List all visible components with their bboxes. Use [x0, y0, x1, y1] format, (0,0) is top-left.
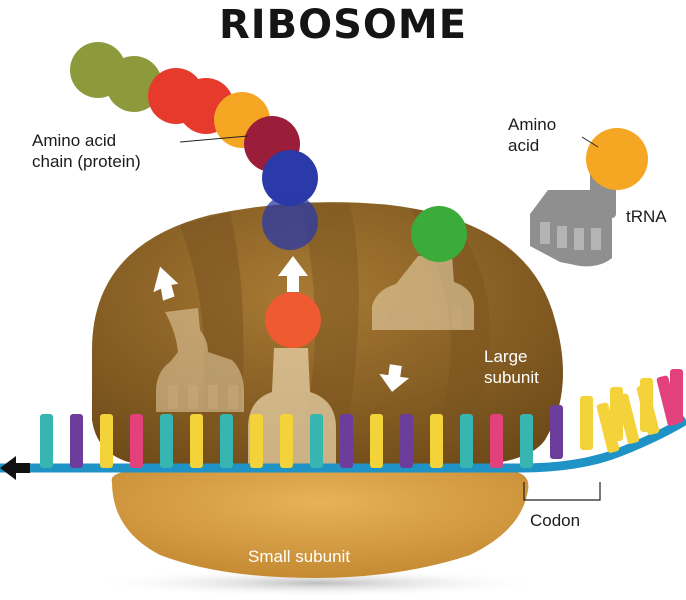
chain-leader-line — [179, 135, 249, 143]
amino-acid-bead — [262, 150, 318, 206]
codon-bracket — [523, 482, 601, 501]
arrow-up-icon — [278, 256, 308, 292]
nucleotide — [190, 414, 203, 468]
ground-shadow — [88, 569, 548, 597]
codon-label: Codon — [530, 511, 581, 530]
nucleotide — [220, 414, 233, 468]
amino-acid-label: Amino acid — [508, 114, 556, 156]
nucleotide — [460, 414, 473, 468]
large-subunit-label: Large subunit — [484, 346, 539, 388]
nucleotide — [40, 414, 53, 468]
large-subunit-label-line2: subunit — [484, 368, 539, 387]
amino-acid-chain-label-line2: chain (protein) — [32, 152, 141, 171]
amino-acid-chain-label-line1: Amino acid — [32, 131, 117, 150]
nucleotide — [580, 396, 593, 450]
amino-acid-chain — [70, 42, 318, 250]
large-subunit-label-line1: Large — [484, 347, 528, 366]
arrow-left-icon — [0, 456, 30, 480]
trna-entering — [372, 256, 474, 330]
arrow-up-icon — [153, 266, 179, 301]
amino-leader-line — [581, 136, 599, 148]
nucleotide — [490, 414, 503, 468]
nucleotide — [520, 414, 533, 468]
nucleotide — [596, 402, 620, 453]
nucleotide — [130, 414, 143, 468]
amino-acid-label-line1: Amino — [508, 115, 557, 134]
nucleotide — [550, 405, 563, 459]
nucleotide — [340, 414, 353, 468]
entering-amino-acid — [411, 206, 467, 262]
small-subunit-label: Small subunit — [248, 547, 351, 566]
nucleotide — [430, 414, 443, 468]
surface-groove — [300, 202, 359, 445]
trna-label: tRNA — [626, 207, 667, 226]
peptidyl-amino-acid — [265, 292, 321, 348]
nucleotide — [100, 414, 113, 468]
nucleotide — [160, 414, 173, 468]
free-amino-acid — [586, 128, 648, 190]
nucleotide — [70, 414, 83, 468]
nucleotide — [310, 414, 323, 468]
amino-acid-chain-label: Amino acid chain (protein) — [32, 130, 141, 172]
trna-anticodon-bars — [168, 306, 462, 409]
page-title: RIBOSOME — [218, 2, 468, 48]
nucleotide — [280, 414, 293, 468]
arrow-down-icon — [379, 364, 410, 392]
free-trna — [530, 168, 616, 267]
nucleotide — [400, 414, 413, 468]
nucleotide — [616, 393, 640, 444]
mrna-nucleotides — [40, 369, 683, 468]
amino-acid-label-line2: acid — [508, 136, 540, 155]
nucleotide — [636, 384, 660, 435]
amino-acid-bead — [262, 194, 318, 250]
amino-acid-bead — [106, 56, 162, 112]
nucleotide — [250, 414, 263, 468]
nucleotide — [656, 375, 680, 426]
nucleotide — [370, 414, 383, 468]
small-subunit — [111, 470, 529, 578]
mrna-backbone — [0, 416, 686, 473]
